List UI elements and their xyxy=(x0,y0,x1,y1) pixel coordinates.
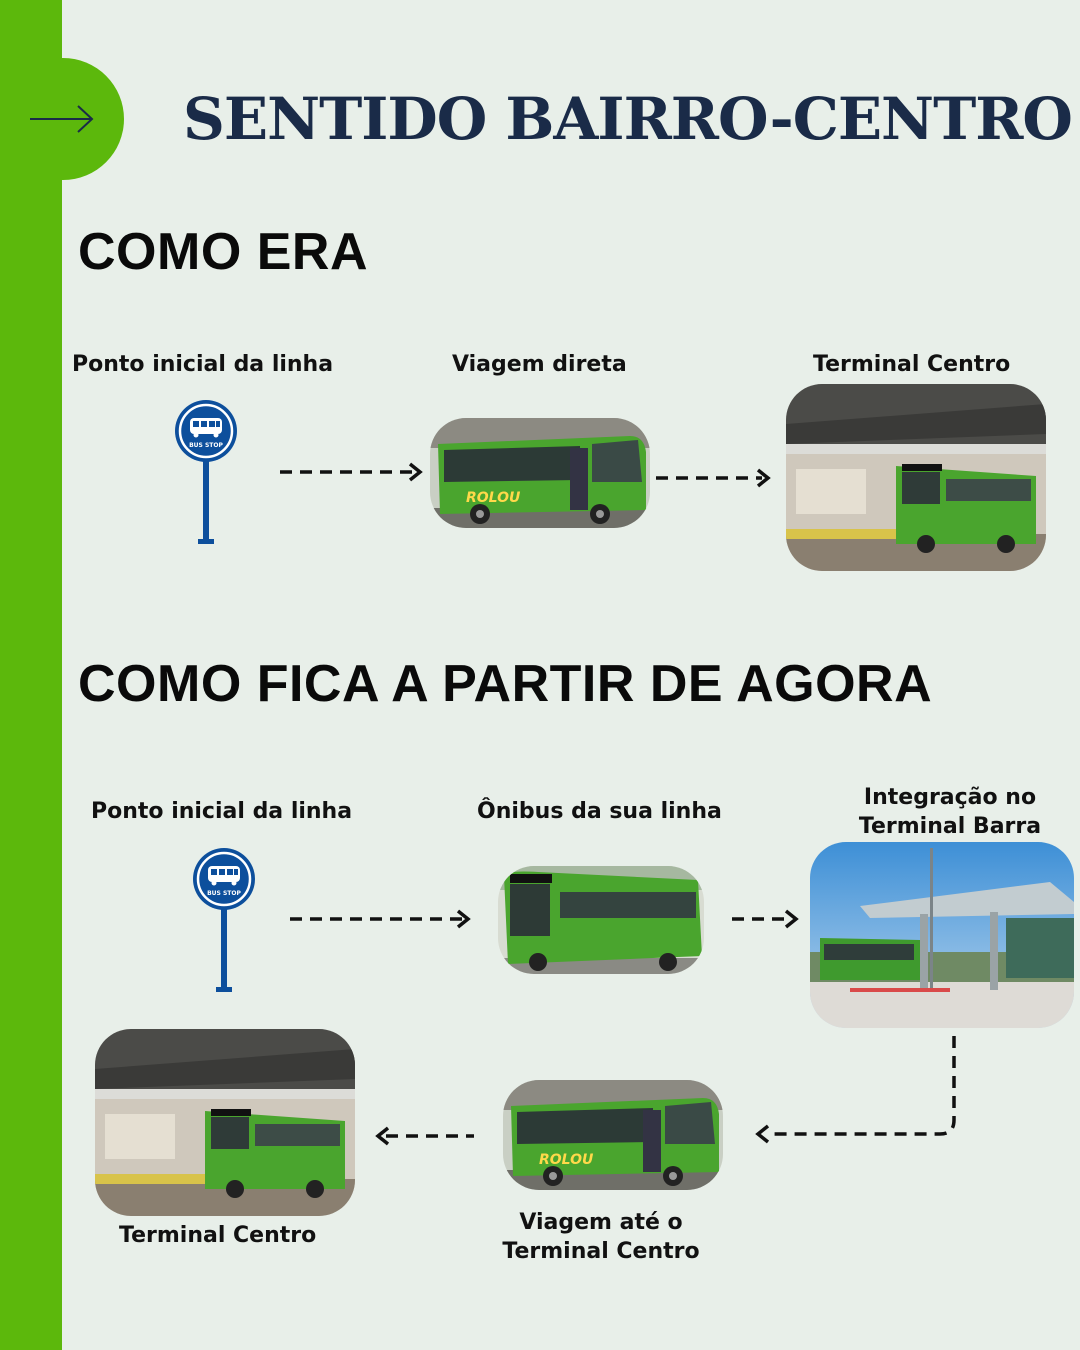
dashed-arrow-icon xyxy=(375,1126,474,1146)
dashed-arrow-icon xyxy=(280,462,423,482)
side-accent-bar xyxy=(0,0,62,1350)
step-label-start: Ponto inicial da linha xyxy=(72,352,334,377)
terminal-photo xyxy=(786,384,1046,571)
step-label-terminal-centro: Terminal Centro xyxy=(813,352,1011,377)
step-label-trip-line1: Viagem até o xyxy=(519,1210,683,1235)
page-title: SENTIDO BAIRRO-CENTRO xyxy=(183,85,1073,153)
step-label-terminal-centro: Terminal Centro xyxy=(119,1223,317,1248)
bus-photo: ROLOU xyxy=(430,418,650,528)
right-arrow-icon xyxy=(30,105,94,133)
svg-text:ROLOU: ROLOU xyxy=(539,1152,594,1168)
svg-text:ROLOU: ROLOU xyxy=(466,490,521,506)
step-label-integration: Integração no Terminal Barra xyxy=(850,783,1050,841)
terminal-barra-photo xyxy=(810,842,1074,1028)
section-title-before: COMO ERA xyxy=(78,223,368,281)
arrow-tab xyxy=(0,58,124,180)
svg-text:BUS STOP: BUS STOP xyxy=(207,890,241,897)
svg-text:BUS STOP: BUS STOP xyxy=(189,442,223,449)
dashed-arrow-icon xyxy=(755,1036,956,1144)
section-title-after: COMO FICA A PARTIR DE AGORA xyxy=(78,655,933,713)
step-label-integration-line2: Terminal Barra xyxy=(858,814,1042,839)
step-label-direct-trip: Viagem direta xyxy=(452,352,627,377)
step-label-trip-line2: Terminal Centro xyxy=(502,1239,700,1264)
bus-photo xyxy=(498,866,704,974)
dashed-arrow-icon xyxy=(290,909,471,929)
bus-stop-icon: BUS STOP xyxy=(175,400,237,544)
step-label-trip-to-centro: Viagem até o Terminal Centro xyxy=(498,1208,704,1266)
dashed-arrow-icon xyxy=(656,468,771,488)
step-label-integration-line1: Integração no xyxy=(863,785,1037,810)
dashed-arrow-icon xyxy=(732,909,799,929)
terminal-photo xyxy=(95,1029,355,1216)
bus-photo: ROLOU xyxy=(503,1080,723,1190)
step-label-your-line-bus: Ônibus da sua linha xyxy=(477,799,722,824)
step-label-start: Ponto inicial da linha xyxy=(91,799,353,824)
bus-stop-icon: BUS STOP xyxy=(193,848,255,992)
